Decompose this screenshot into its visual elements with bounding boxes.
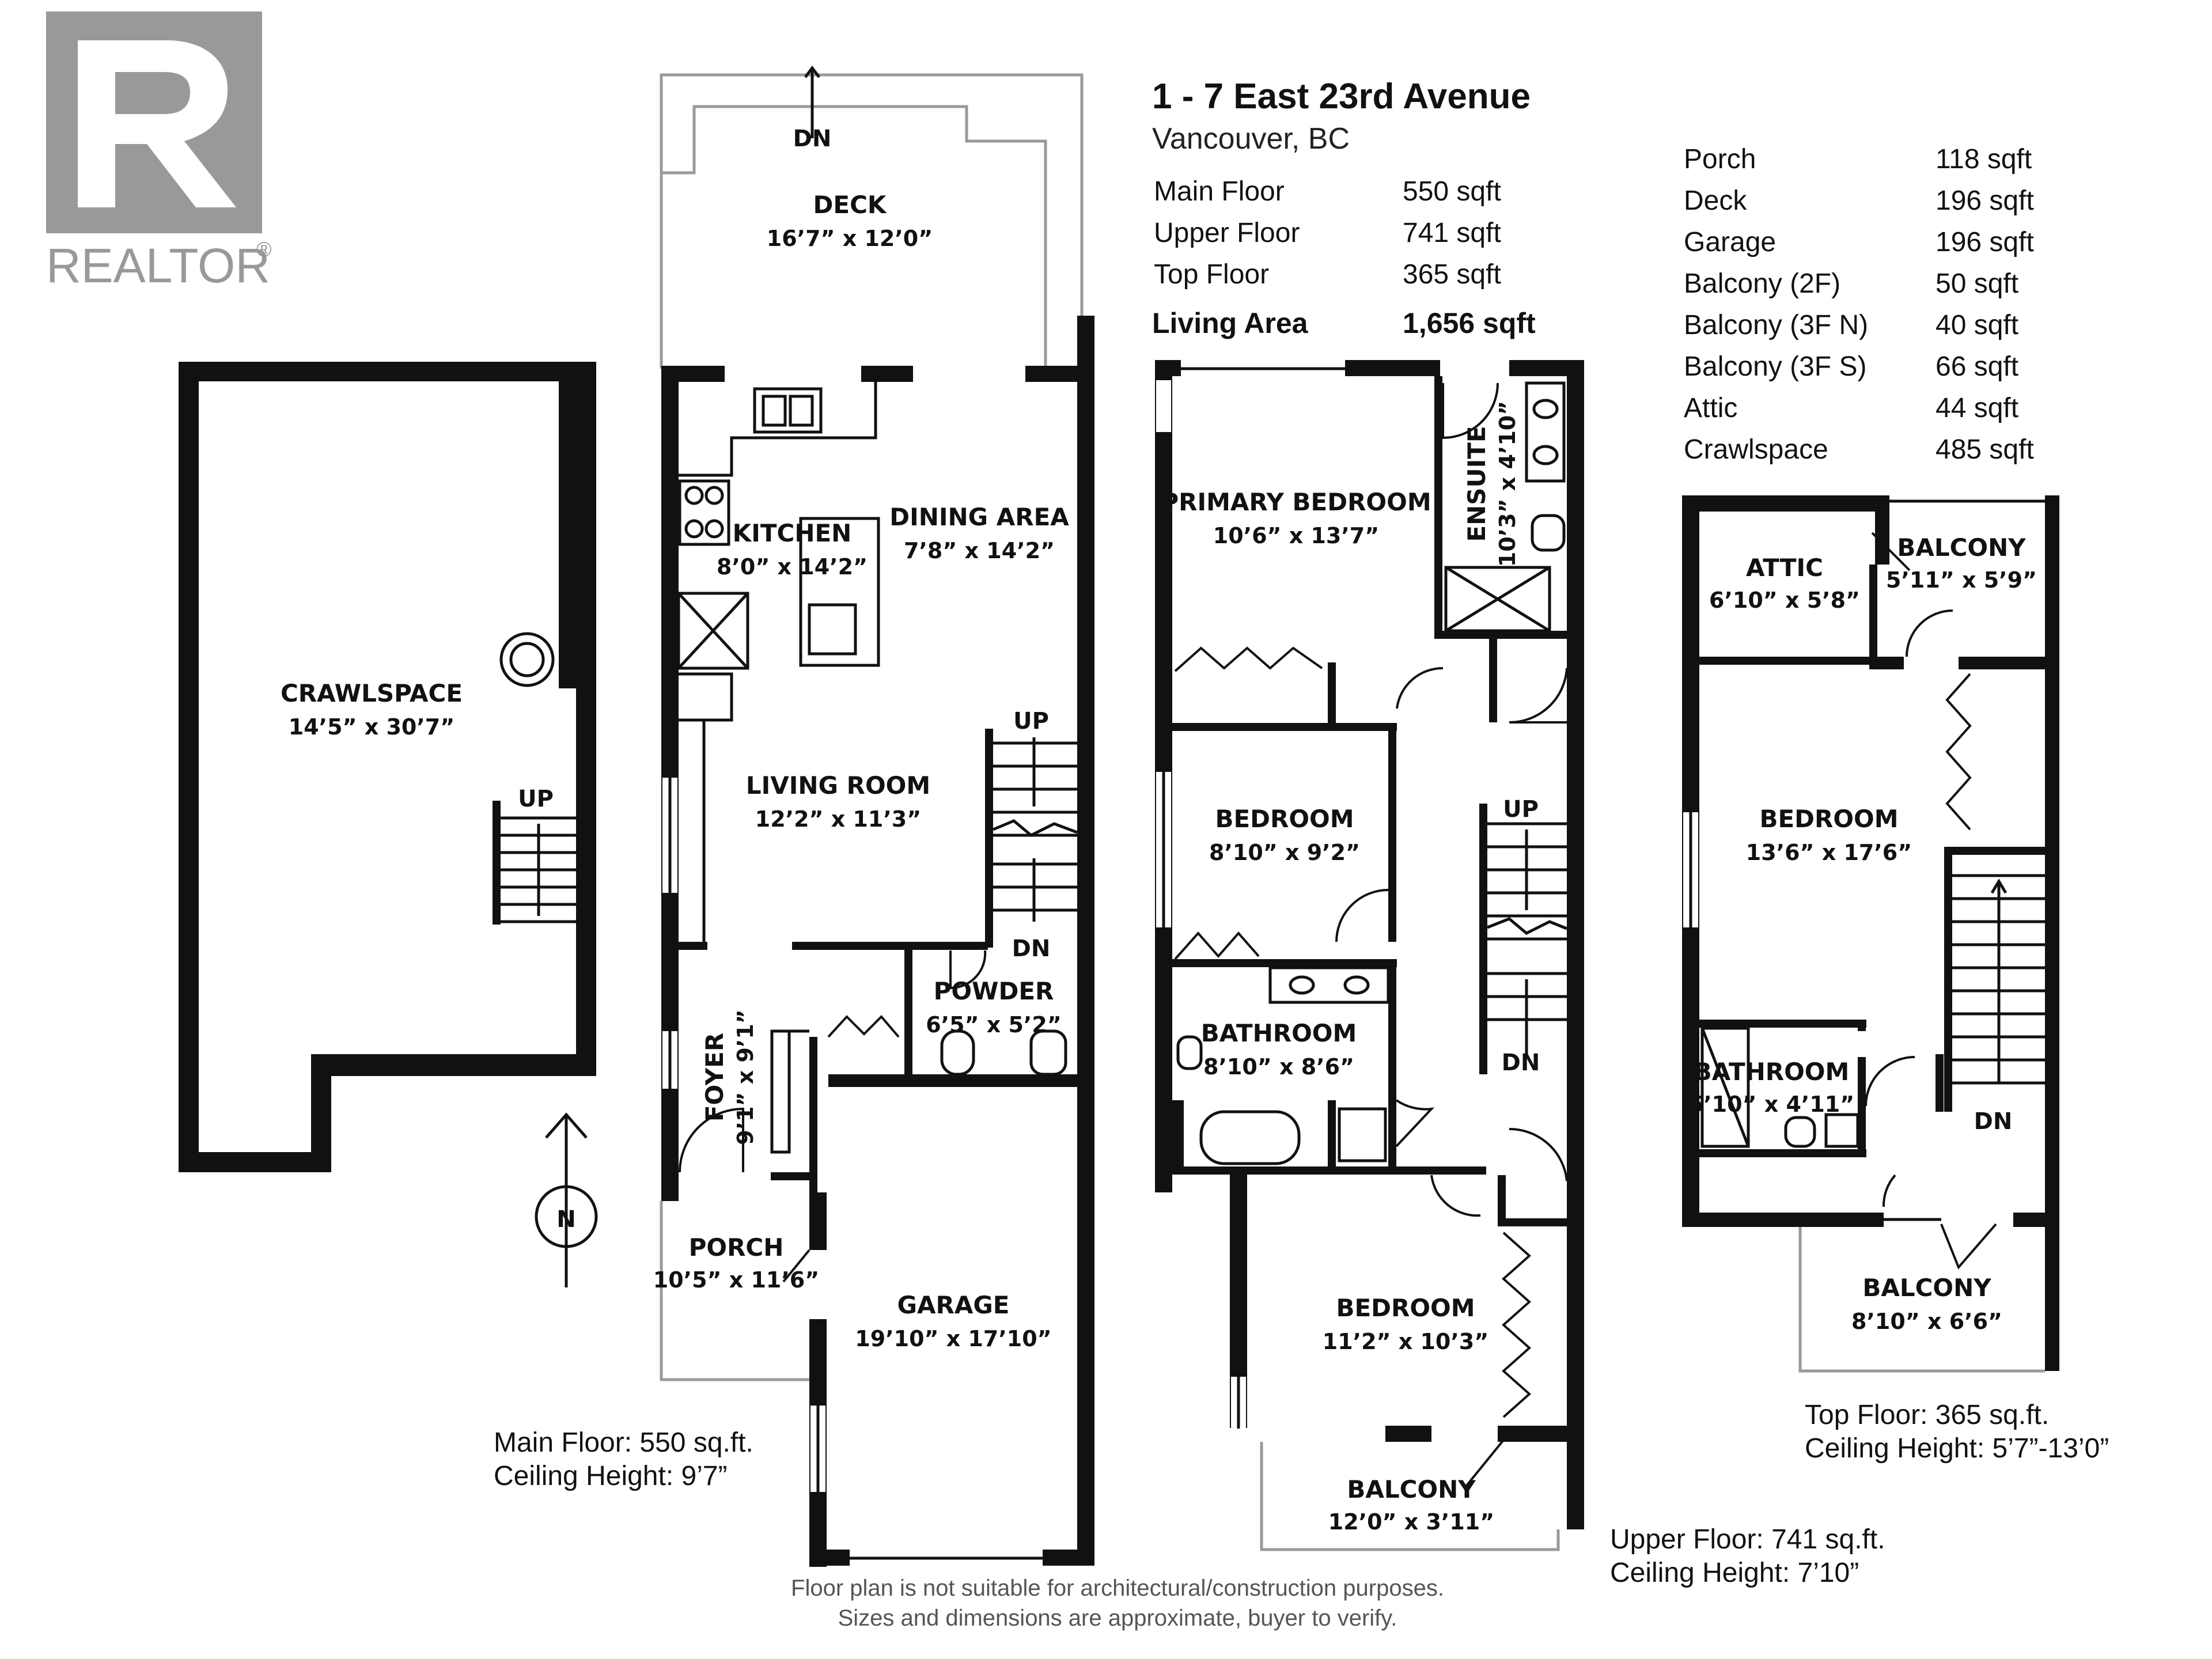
crawlspace-plan: UP CRAWLSPACE 14’5” x 30’7” — [179, 362, 596, 1172]
room-name: PRIMARY BEDROOM — [1161, 488, 1431, 516]
room-dimensions: 14’5” x 30’7” — [289, 714, 454, 740]
other-area-value: 40 sqft — [1936, 310, 2018, 340]
room-name: ATTIC — [1746, 554, 1823, 582]
room-name: FOYER — [700, 1033, 729, 1122]
upper-floor-area-note: Upper Floor: 741 sq.ft. — [1610, 1524, 1885, 1555]
other-area-value: 66 sqft — [1936, 351, 2018, 382]
room-dimensions: 12’2” x 11’3” — [755, 806, 921, 832]
room-name: BEDROOM — [1759, 805, 1898, 833]
room-dimensions: 8’0” x 14’2” — [717, 554, 868, 579]
other-area-label: Balcony (3F S) — [1684, 351, 1866, 382]
room-name: BEDROOM — [1215, 805, 1354, 833]
other-area-value: 196 sqft — [1936, 185, 2034, 216]
room-dimensions: 6’10” x 4’11” — [1688, 1092, 1854, 1117]
stair-dn-label: DN — [1502, 1050, 1540, 1076]
compass-n: N — [556, 1206, 575, 1233]
main-floor-plan: DN DECK 16’7” x 12’0” KITCHEN 8’0” x — [653, 65, 1094, 1567]
floor-area-label: Upper Floor — [1154, 218, 1300, 248]
room-name: BATHROOM — [1694, 1058, 1850, 1086]
other-area-label: Attic — [1684, 393, 1737, 423]
top-floor-plan: ATTIC 6’10” x 5’8” BALCONY 5’11” x 5’9” … — [1682, 495, 2059, 1373]
floor-area-label: Top Floor — [1154, 259, 1269, 290]
room-dimensions: 10’6” x 13’7” — [1213, 523, 1379, 548]
room-dimensions: 8’10” x 8’6” — [1203, 1054, 1354, 1080]
room-dimensions: 6’10” x 5’8” — [1709, 588, 1860, 613]
room-dimensions: 7’8” x 14’2” — [904, 538, 1055, 563]
room-dimensions: 13’6” x 17’6” — [1746, 840, 1912, 865]
room-dimensions: 12’0” x 3’11” — [1328, 1509, 1494, 1535]
crawlspace-stairs — [493, 801, 576, 925]
top-floor-area-note: Top Floor: 365 sq.ft. — [1805, 1400, 2049, 1430]
room-name: LIVING ROOM — [746, 771, 930, 800]
other-area-value: 196 sqft — [1936, 227, 2034, 257]
registered-mark: ® — [256, 237, 272, 261]
top-floor-ceiling-note: Ceiling Height: 5’7”-13’0” — [1805, 1433, 2109, 1464]
stair-up-label: UP — [1503, 796, 1539, 823]
room-dimensions: 11’2” x 10’3” — [1323, 1329, 1488, 1354]
stair-dn-label: DN — [1974, 1108, 2013, 1135]
floor-area-value: 365 sqft — [1403, 259, 1501, 290]
room-dimensions: 8’10” x 6’6” — [1851, 1309, 2002, 1334]
living-area-label: Living Area — [1152, 307, 1309, 339]
room-dimensions: 10’3” x 4’10” — [1495, 401, 1520, 567]
realtor-logo[interactable]: REALTOR ® — [46, 12, 272, 293]
room-name: DECK — [813, 191, 887, 219]
floor-area-value: 741 sqft — [1403, 218, 1501, 248]
room-name: DINING AREA — [889, 503, 1069, 531]
address-title: 1 - 7 East 23rd Avenue — [1152, 77, 1531, 116]
other-area-value: 44 sqft — [1936, 393, 2018, 423]
other-area-value: 485 sqft — [1936, 434, 2034, 465]
other-area-label: Crawlspace — [1684, 434, 1828, 465]
top-stairs — [1952, 874, 2045, 1085]
living-area-value: 1,656 sqft — [1403, 307, 1536, 339]
room-dimensions: 5’11” x 5’9” — [1886, 567, 2037, 593]
other-area-label: Garage — [1684, 227, 1776, 257]
other-area-table: Porch 118 sqft Deck 196 sqft Garage 196 … — [1684, 144, 2034, 465]
room-dimensions: 9’1” x 9’1” — [733, 1009, 758, 1145]
other-area-value: 118 sqft — [1936, 144, 2032, 175]
other-area-label: Balcony (2F) — [1684, 268, 1840, 299]
room-dimensions: 6’5” x 5’2” — [926, 1012, 1062, 1037]
room-name: BALCONY — [1347, 1475, 1476, 1503]
room-dimensions: 19’10” x 17’10” — [855, 1326, 1051, 1351]
room-dimensions: 16’7” x 12’0” — [767, 226, 933, 251]
stair-dn-label: DN — [793, 126, 832, 152]
room-dimensions: 8’10” x 9’2” — [1209, 840, 1360, 865]
upper-floor-plan: PRIMARY BEDROOM 10’6” x 13’7” ENSUITE 10… — [1155, 360, 1584, 1551]
city-subtitle: Vancouver, BC — [1152, 122, 1350, 156]
room-name: BALCONY — [1862, 1274, 1991, 1302]
main-floor-area-note: Main Floor: 550 sq.ft. — [494, 1427, 753, 1458]
floor-area-label: Main Floor — [1154, 176, 1285, 207]
room-name: BALCONY — [1897, 533, 2026, 562]
upper-floor-ceiling-note: Ceiling Height: 7’10” — [1610, 1558, 1859, 1588]
main-floor-ceiling-note: Ceiling Height: 9’7” — [494, 1461, 728, 1491]
stair-dn-label: DN — [1012, 935, 1051, 962]
room-name: BEDROOM — [1336, 1294, 1475, 1322]
disclaimer-line-1: Floor plan is not suitable for architect… — [791, 1575, 1444, 1601]
floor-area-table: Main Floor 550 sqft Upper Floor 741 sqft… — [1152, 176, 1536, 339]
room-name: KITCHEN — [733, 519, 852, 547]
main-stairs — [985, 729, 1078, 948]
floor-area-value: 550 sqft — [1403, 176, 1501, 207]
room-name: PORCH — [689, 1233, 784, 1262]
room-name: ENSUITE — [1463, 426, 1491, 541]
room-name: CRAWLSPACE — [281, 679, 463, 707]
room-dimensions: 10’5” x 11’6” — [653, 1267, 819, 1293]
other-area-value: 50 sqft — [1936, 268, 2018, 299]
disclaimer-line-2: Sizes and dimensions are approximate, bu… — [838, 1605, 1397, 1631]
other-area-label: Deck — [1684, 185, 1747, 216]
other-area-label: Porch — [1684, 144, 1756, 175]
stair-up-label: UP — [518, 786, 554, 812]
upper-stairs — [1479, 804, 1567, 1074]
stair-up-label: UP — [1013, 708, 1049, 734]
other-area-label: Balcony (3F N) — [1684, 310, 1868, 340]
room-name: GARAGE — [897, 1291, 1010, 1319]
north-compass: N — [535, 1112, 598, 1287]
brand-name: REALTOR — [46, 238, 270, 293]
room-name: BATHROOM — [1201, 1019, 1357, 1047]
room-name: POWDER — [934, 977, 1054, 1005]
